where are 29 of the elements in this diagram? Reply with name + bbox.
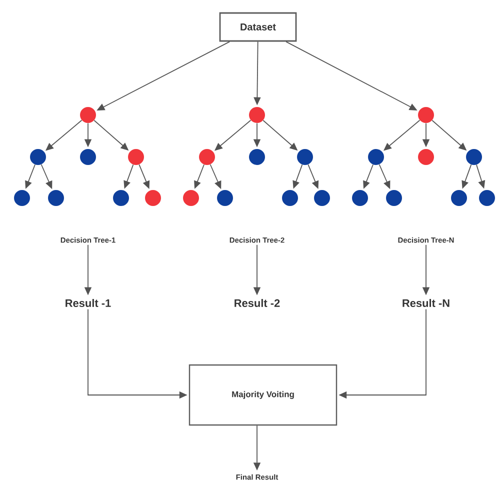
tree-node-circle xyxy=(466,149,482,165)
tree-node-circle xyxy=(451,190,467,206)
tree-node-circle xyxy=(80,149,96,165)
tree-node-circle xyxy=(14,190,30,206)
tree-node-circle xyxy=(282,190,298,206)
tree-node-circle xyxy=(128,149,144,165)
result-label: Result -1 xyxy=(66,298,111,308)
tree-node-circle xyxy=(249,107,265,123)
tree-node-circle xyxy=(479,190,495,206)
tree-node-circle xyxy=(249,149,265,165)
tree-node-circle xyxy=(314,190,330,206)
tree-node-circle xyxy=(183,190,199,206)
dataset-box: Dataset xyxy=(219,12,297,42)
tree-node-circle xyxy=(386,190,402,206)
result-label: Result -2 xyxy=(234,298,280,308)
tree-node-circle xyxy=(418,107,434,123)
result-label: Result -N xyxy=(402,298,450,308)
tree-node-circle xyxy=(418,149,434,165)
tree-node-circle xyxy=(199,149,215,165)
tree-node-circle xyxy=(217,190,233,206)
tree-node-circle xyxy=(113,190,129,206)
tree-node-circle xyxy=(352,190,368,206)
process-box: Majority Voiting xyxy=(188,364,338,426)
tree-node-circle xyxy=(30,149,46,165)
tree-node-circle xyxy=(145,190,161,206)
tree-node-circle xyxy=(80,107,96,123)
tree-node-circle xyxy=(368,149,384,165)
tree-node-circle xyxy=(297,149,313,165)
tree-node-circle xyxy=(48,190,64,206)
